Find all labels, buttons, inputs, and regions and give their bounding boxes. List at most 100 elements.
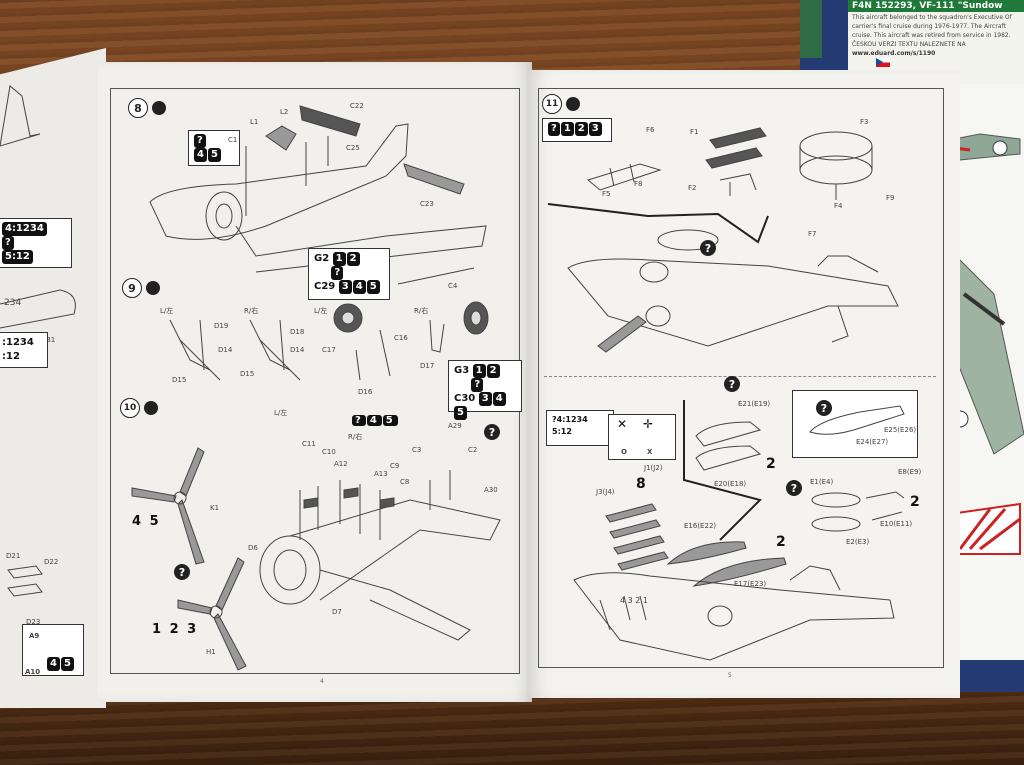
part-label: R/右 bbox=[414, 307, 429, 315]
part-label: E17(E23) bbox=[734, 580, 767, 588]
code-text: ?4:1234 bbox=[552, 415, 588, 424]
step-number: 9 bbox=[122, 278, 142, 298]
wing-assembly-drawing bbox=[547, 203, 899, 353]
part-label: F5 bbox=[602, 190, 611, 198]
part-label: E24(E27) bbox=[856, 438, 889, 446]
box-label: C30 bbox=[454, 393, 476, 404]
step-number: 8 bbox=[128, 98, 148, 118]
part-label: C23 bbox=[420, 200, 434, 208]
instruction-page-5 bbox=[528, 70, 960, 698]
part-label: C10 bbox=[322, 448, 336, 456]
code-chip: 5 bbox=[207, 148, 221, 162]
detail-inset-box bbox=[792, 390, 918, 458]
assembly-guide-line bbox=[683, 400, 762, 541]
part-label: C3 bbox=[412, 446, 422, 454]
card-title: F4N 152293, VF-111 "Sundow bbox=[848, 0, 1024, 12]
part-label: C1 bbox=[228, 136, 238, 144]
part-label: F9 bbox=[886, 194, 895, 202]
part-label: J1(J2) bbox=[644, 464, 663, 472]
part-label: L/左 bbox=[160, 307, 174, 315]
code-text: 5:12 bbox=[552, 427, 572, 436]
part-label: B1 bbox=[46, 336, 56, 344]
part-label: C2 bbox=[468, 446, 478, 454]
part-label: C8 bbox=[400, 478, 410, 486]
part-label: C22 bbox=[350, 102, 364, 110]
code-chip: 1 bbox=[332, 252, 346, 266]
code-chip: 4 bbox=[492, 392, 506, 406]
part-label: D22 bbox=[44, 558, 59, 566]
part-label: D16 bbox=[358, 388, 373, 396]
part-label: F6 bbox=[646, 126, 655, 134]
step-9-header: 9 bbox=[122, 278, 160, 298]
small-parts-drawing bbox=[7, 565, 43, 597]
code-chip: 3 bbox=[588, 122, 602, 136]
step-icon bbox=[144, 401, 158, 415]
cutting-mat-edge bbox=[800, 0, 822, 58]
code-chip: 4 bbox=[366, 415, 382, 426]
step-8-header: 8 bbox=[128, 98, 166, 118]
card-czech: ČESKOU VERZI TEXTU NALEZNETE NA bbox=[852, 41, 966, 48]
part-label: D6 bbox=[248, 544, 258, 552]
code-chip: 2 bbox=[346, 252, 360, 266]
part-label: E2(E3) bbox=[846, 538, 870, 546]
step-icon bbox=[566, 97, 580, 111]
part-label: E8(E9) bbox=[898, 468, 922, 476]
part-label: E20(E18) bbox=[714, 480, 747, 488]
question-icon: ? bbox=[724, 376, 740, 392]
part-label: 234 bbox=[4, 298, 22, 308]
part-label: D17 bbox=[420, 362, 435, 370]
question-icon: ? bbox=[484, 424, 500, 440]
section-divider bbox=[544, 376, 936, 377]
part-label: A9 bbox=[29, 632, 40, 640]
part-label: F1 bbox=[690, 128, 699, 136]
question-icon: ? bbox=[786, 480, 802, 496]
part-label: L/左 bbox=[314, 307, 328, 315]
card-line-2: carrier's final cruise during 1976-1977.… bbox=[852, 23, 1006, 30]
code-chip: ? bbox=[194, 134, 206, 148]
box-label: C29 bbox=[314, 281, 336, 292]
code-chip: ? bbox=[471, 378, 484, 392]
step-10-header: 10 bbox=[120, 398, 158, 418]
rack-numbers: 4 3 2 1 bbox=[620, 596, 648, 605]
code-chip: 4 bbox=[47, 657, 60, 671]
code-chip: 5 bbox=[366, 280, 380, 294]
tail-drawing bbox=[0, 85, 41, 147]
part-label: E1(E4) bbox=[810, 478, 834, 486]
part-label: R/右 bbox=[244, 307, 259, 315]
code-chip: 4 bbox=[352, 280, 366, 294]
propeller-code-bottom: 1 2 3 bbox=[152, 622, 199, 637]
aircraft-underside-step-10 bbox=[259, 470, 501, 641]
part-label: F4 bbox=[834, 202, 843, 210]
drop-tank-pair-drawing bbox=[666, 541, 787, 587]
count-label: 2 bbox=[910, 494, 922, 510]
part-label: D7 bbox=[332, 608, 342, 616]
step-11-header: 11 bbox=[542, 94, 580, 114]
code-chip: ? bbox=[548, 122, 560, 136]
part-label: E21(E19) bbox=[738, 400, 771, 408]
count-label: 2 bbox=[766, 456, 778, 472]
part-label: C25 bbox=[346, 144, 360, 152]
propeller-drawing-bottom bbox=[177, 557, 247, 671]
wing-drawing bbox=[0, 289, 76, 329]
code-text: :1234 bbox=[2, 337, 34, 348]
part-label: A12 bbox=[334, 460, 348, 468]
part-label: D14 bbox=[218, 346, 233, 354]
count-label: 8 bbox=[636, 476, 648, 492]
aircraft-lower-drawing bbox=[573, 565, 895, 661]
page-number-4: 4 bbox=[320, 678, 324, 685]
code-text: :12 bbox=[2, 351, 20, 362]
part-label: D15 bbox=[240, 370, 255, 378]
code-chip: ? bbox=[331, 266, 344, 280]
box-label: G3 bbox=[454, 365, 470, 376]
part-label: F8 bbox=[634, 180, 643, 188]
tank-detail-drawing bbox=[809, 405, 905, 435]
part-label: C4 bbox=[448, 282, 458, 290]
part-label: F7 bbox=[808, 230, 817, 238]
code-chip: 4:1234 bbox=[2, 222, 47, 236]
question-icon: ? bbox=[816, 400, 832, 416]
part-label: C16 bbox=[394, 334, 408, 342]
part-label: F2 bbox=[688, 184, 697, 192]
